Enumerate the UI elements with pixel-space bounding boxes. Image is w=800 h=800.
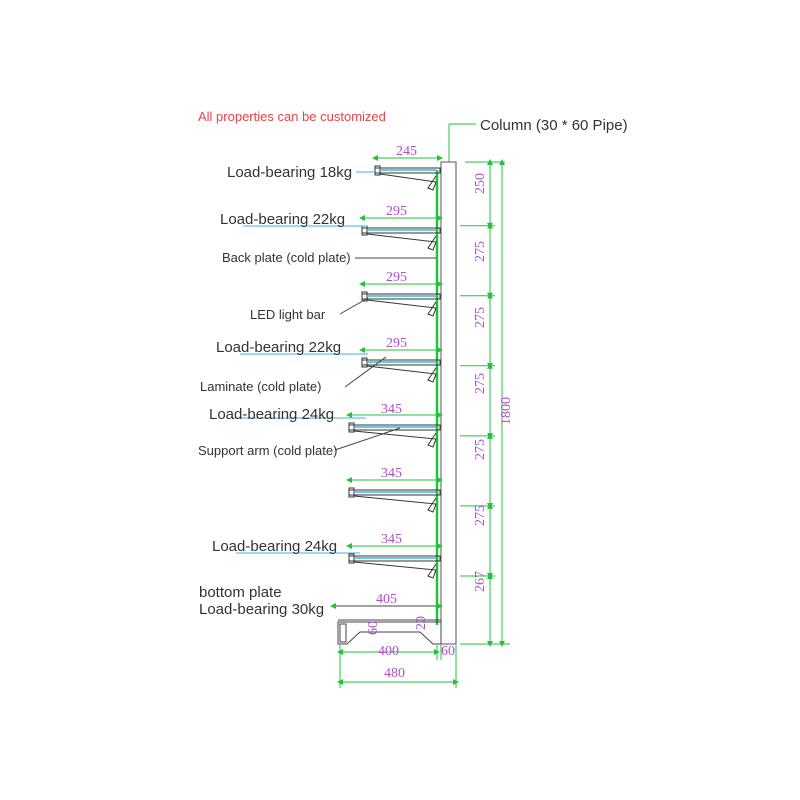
support-arm [366,299,437,317]
spacing-7: 267 [473,571,488,592]
shelf-depth-7: 345 [381,532,402,547]
shelf-lip [374,165,381,176]
spacing-3: 275 [473,307,488,328]
base-depth: 400 [378,644,399,659]
shelf-lip [348,553,355,564]
shelf-lip [348,422,355,433]
shelf-depth-3: 295 [386,270,407,285]
shelf-lip [361,357,368,368]
label-load-24b: Load-bearing 24kg [212,538,337,555]
total-height: 1800 [499,397,514,425]
shelf-5 [346,412,443,448]
label-led-bar: LED light bar [250,307,326,322]
support-arm [379,173,437,191]
spacing-1: 250 [473,173,488,194]
spacing-2: 275 [473,241,488,262]
label-leaders [232,171,376,554]
support-arm [353,430,437,448]
label-laminate: Laminate (cold plate) [200,379,321,394]
bottom-dim-lines [337,645,459,688]
base-gap: 20 [414,616,429,630]
shelf-6 [346,477,443,513]
bottom-depth: 405 [376,592,397,607]
column-width: 60 [441,644,455,659]
shelf-lip [361,225,368,236]
shelf-1 [372,155,443,191]
column-label: Column (30 * 60 Pipe) [480,117,628,134]
label-load-22b: Load-bearing 22kg [216,339,341,356]
label-back-plate: Back plate (cold plate) [222,250,351,265]
shelf-depth-6: 345 [381,466,402,481]
label-leaders-dark [334,257,436,607]
label-load-30: Load-bearing 30kg [199,601,324,618]
shelf-depth-4: 295 [386,336,407,351]
label-load-24a: Load-bearing 24kg [209,406,334,423]
shelf-lip [361,291,368,302]
label-load-22a: Load-bearing 22kg [220,211,345,228]
overall-depth: 480 [384,666,405,681]
label-bottom-plate: bottom plate [199,584,282,601]
spacing-4: 275 [473,373,488,394]
column-leader [448,123,476,162]
base-frame [337,619,442,645]
shelf-depth-2: 295 [386,204,407,219]
vertical-dimension-chain [460,159,510,647]
label-support-arm: Support arm (cold plate) [198,443,337,458]
base-height: 60 [366,621,381,635]
shelf-depth-1: 245 [396,144,417,159]
customize-note: All properties can be customized [198,109,386,124]
spacing-6: 275 [473,505,488,526]
shelf-lip [348,487,355,498]
shelf-2 [359,215,443,251]
support-arm [353,561,437,579]
support-arm [366,233,437,251]
shelf-7 [346,543,443,579]
column-pipe [440,161,457,645]
support-arm [366,365,437,383]
shelf-3 [359,281,443,317]
label-load-18: Load-bearing 18kg [227,164,352,181]
support-arm [353,495,437,513]
shelf-depth-5: 345 [381,402,402,417]
spacing-5: 275 [473,439,488,460]
